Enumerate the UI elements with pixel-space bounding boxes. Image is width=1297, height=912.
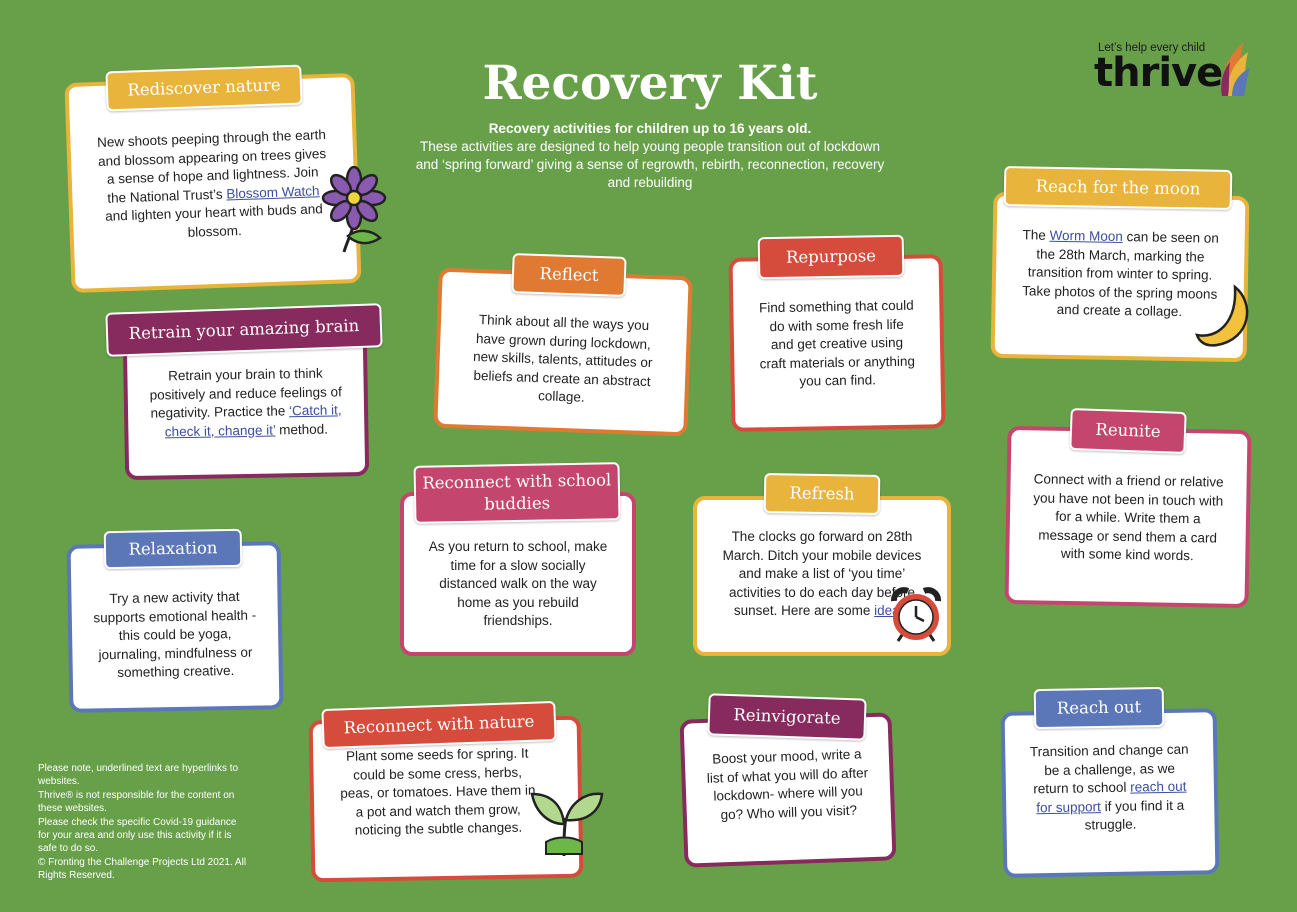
footer-notes: Please note, underlined text are hyperli… (38, 762, 248, 883)
card-body: Transition and change can be a challenge… (1029, 741, 1189, 833)
card-reach-out: Transition and change can be a challenge… (1000, 708, 1220, 878)
card-reunite: Connect with a friend or relative you ha… (1004, 425, 1252, 609)
card-body: Think about all the ways you have grown … (472, 312, 653, 405)
label-repurpose: Repurpose (757, 234, 905, 280)
label-reunite: Reunite (1069, 407, 1187, 455)
logo-wordmark: thrive (1094, 50, 1223, 96)
card-repurpose: Find something that could do with some f… (728, 254, 946, 432)
card-retrain-brain: Retrain your brain to think positively a… (122, 335, 370, 481)
seedling-icon (530, 792, 604, 857)
label-school-buddies: Reconnect with school buddies (413, 462, 621, 524)
label-rediscover-nature: Rediscover nature (105, 64, 303, 112)
card-body: Boost your mood, write a list of what yo… (706, 746, 869, 822)
label-relaxation: Relaxation (103, 528, 243, 570)
label-reflect: Reflect (511, 253, 627, 297)
alarm-clock-icon (891, 587, 941, 642)
thrive-logo: Let’s help every child thrive (1090, 38, 1260, 108)
subtitle-bold: Recovery activities for children up to 1… (488, 121, 812, 136)
blossom-watch-link[interactable]: Blossom Watch (226, 182, 320, 202)
page-title: Recovery Kit (482, 56, 818, 111)
logo-flame-icon (1221, 42, 1250, 96)
label-refresh: Refresh (763, 472, 881, 516)
card-body: Retrain your brain to think positively a… (149, 365, 342, 439)
label-reach-for-moon: Reach for the moon (1003, 166, 1233, 210)
note-responsibility: Thrive® is not responsible for the conte… (38, 789, 235, 815)
page-subtitle: Recovery activities for children up to 1… (412, 120, 888, 192)
flower-icon (321, 166, 387, 253)
note-hyperlinks: Please note, underlined text are hyperli… (38, 763, 239, 788)
worm-moon-link[interactable]: Worm Moon (1049, 227, 1123, 245)
card-body: The clocks go forward on 28th March. Dit… (722, 529, 922, 618)
card-body: As you return to school, make time for a… (428, 539, 608, 628)
note-covid: Please check the specific Covid-19 guida… (38, 816, 237, 855)
label-reach-out: Reach out (1033, 686, 1165, 730)
logo-tagline: Let’s help every child (1098, 42, 1206, 54)
label-reinvigorate: Reinvigorate (707, 693, 867, 741)
note-copyright: © Fronting the Challenge Projects Ltd 20… (38, 856, 247, 882)
label-reconnect-nature: Reconnect with nature (321, 700, 557, 750)
card-body: Connect with a friend or relative you ha… (1033, 471, 1224, 564)
card-body: Try a new activity that supports emotion… (93, 588, 257, 681)
card-body: New shoots peeping through the earth and… (96, 127, 327, 240)
subtitle-text: These activities are designed to help yo… (415, 139, 885, 190)
card-body: Find something that could do with some f… (758, 297, 916, 389)
crescent-moon-icon (1195, 284, 1249, 347)
